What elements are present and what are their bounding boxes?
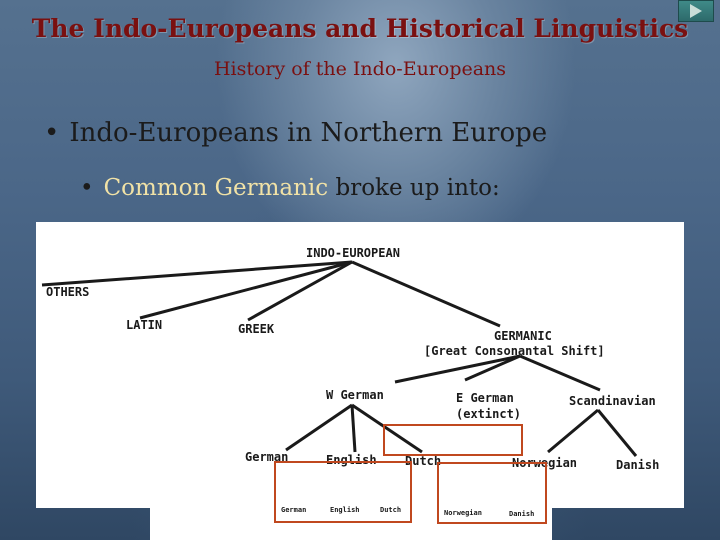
node-dutch: Dutch (405, 454, 441, 468)
node-w-german: W German (326, 388, 384, 402)
node-germanic: GERMANIC (494, 329, 552, 343)
node-english: English (326, 453, 377, 467)
node-greek: GREEK (238, 322, 275, 336)
zoom-english: English (330, 506, 360, 514)
tree-branches (41, 260, 638, 457)
node-others: OTHERS (46, 285, 89, 299)
bullet-northern-europe: •Indo-Europeans in Northern Europe (44, 118, 548, 148)
zoom-german: German (281, 506, 306, 514)
node-indo-european: INDO-EUROPEAN (306, 246, 400, 260)
node-e-german: E German (456, 391, 514, 405)
bullet1-text: Indo-Europeans in Northern Europe (69, 118, 548, 148)
node-consonant-shift: [Great Consonantal Shift] (424, 344, 605, 358)
slide-subtitle: History of the Indo-Europeans (213, 58, 507, 80)
node-german: German (245, 450, 288, 464)
highlight-box-west-germanic (274, 461, 412, 523)
bullet-common-germanic: •Common Germanic broke up into: (80, 175, 500, 201)
node-danish: Danish (616, 458, 659, 472)
zoom-dutch: Dutch (380, 506, 401, 514)
next-slide-arrow-icon[interactable] (678, 0, 714, 22)
zoom-norwegian: Norwegian (444, 509, 482, 517)
node-extinct: (extinct) (456, 407, 521, 421)
bullet2-text: broke up into: (328, 175, 500, 201)
node-scandinavian: Scandinavian (569, 394, 656, 408)
bullet2-highlight: Common Germanic (103, 175, 329, 201)
highlight-box-east-german (383, 424, 523, 456)
slide-title: The Indo-Europeans and Historical Lingui… (31, 14, 689, 43)
node-latin: LATIN (126, 318, 162, 332)
zoom-danish: Danish (509, 510, 534, 518)
highlight-box-scandinavian (437, 462, 547, 524)
language-tree-diagram (36, 222, 684, 508)
